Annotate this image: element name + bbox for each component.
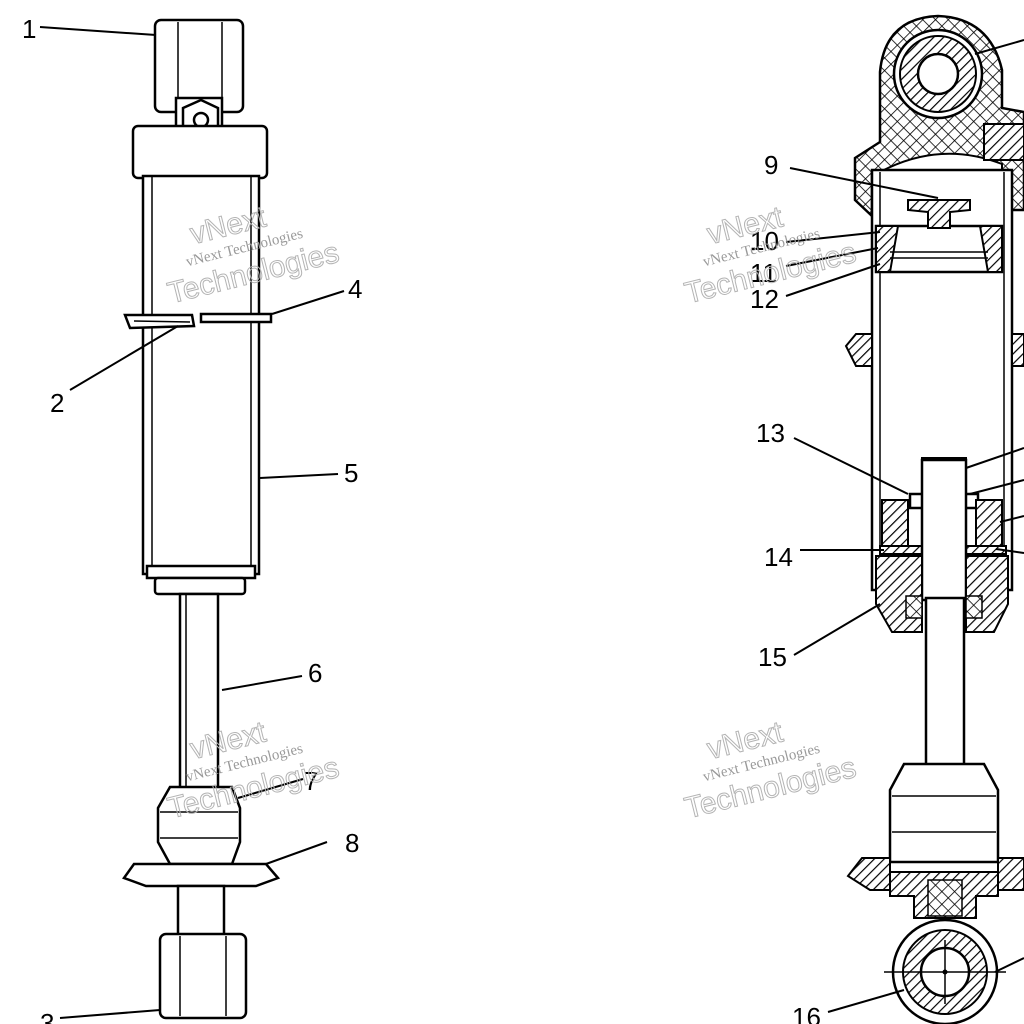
- floating-piston: [874, 199, 1004, 274]
- callout-10: 10: [750, 226, 779, 256]
- callout-16: 16: [792, 1002, 821, 1024]
- leader-lines-left: [39, 26, 345, 1019]
- spring-cup: [122, 862, 281, 938]
- watermark-left-top: vNext vNext Technologies Technologies: [164, 200, 343, 311]
- bottom-eye-mount: [158, 932, 248, 1020]
- section-bump-stop: [888, 762, 1000, 864]
- callout-3: 3: [40, 1008, 54, 1024]
- watermark-right-top: vNext vNext Technologies Technologies: [681, 200, 860, 311]
- seal-head: [875, 555, 1009, 633]
- top-housing-section: [853, 14, 1024, 219]
- main-piston: [879, 457, 1007, 602]
- callout-8: 8: [345, 828, 359, 858]
- section-spring-cup: [846, 857, 1024, 919]
- exterior-view: [122, 18, 281, 1020]
- callout-4: 4: [348, 274, 362, 304]
- shock-body: [141, 174, 261, 596]
- leader-lines-right: [785, 39, 1024, 1013]
- callout-9: 9: [764, 150, 778, 180]
- callout-11: 11: [750, 258, 777, 288]
- callout-5: 5: [344, 458, 358, 488]
- body-cap: [131, 124, 269, 180]
- callout-6: 6: [308, 658, 322, 688]
- bottom-eye-section: [884, 918, 1006, 1024]
- cross-section-view: [844, 14, 1024, 1024]
- retaining-ring: [123, 312, 273, 330]
- piston-rod: [178, 592, 220, 792]
- callout-7: 7: [304, 766, 318, 796]
- callout-12: 12: [750, 284, 779, 314]
- callout-13: 13: [756, 418, 785, 448]
- watermark-right-bottom: vNext vNext Technologies Technologies: [681, 715, 860, 826]
- watermark-left-bottom: vNext vNext Technologies Technologies: [164, 715, 343, 826]
- section-piston-rod: [924, 596, 966, 768]
- callout-15: 15: [758, 642, 787, 672]
- callout-2: 2: [50, 388, 64, 418]
- callout-14: 14: [764, 542, 793, 572]
- callout-labels: 1 2 3 4 5 6 7 8 9 10 11 12 13 14 15 16: [22, 14, 821, 1024]
- callout-1: 1: [22, 14, 36, 44]
